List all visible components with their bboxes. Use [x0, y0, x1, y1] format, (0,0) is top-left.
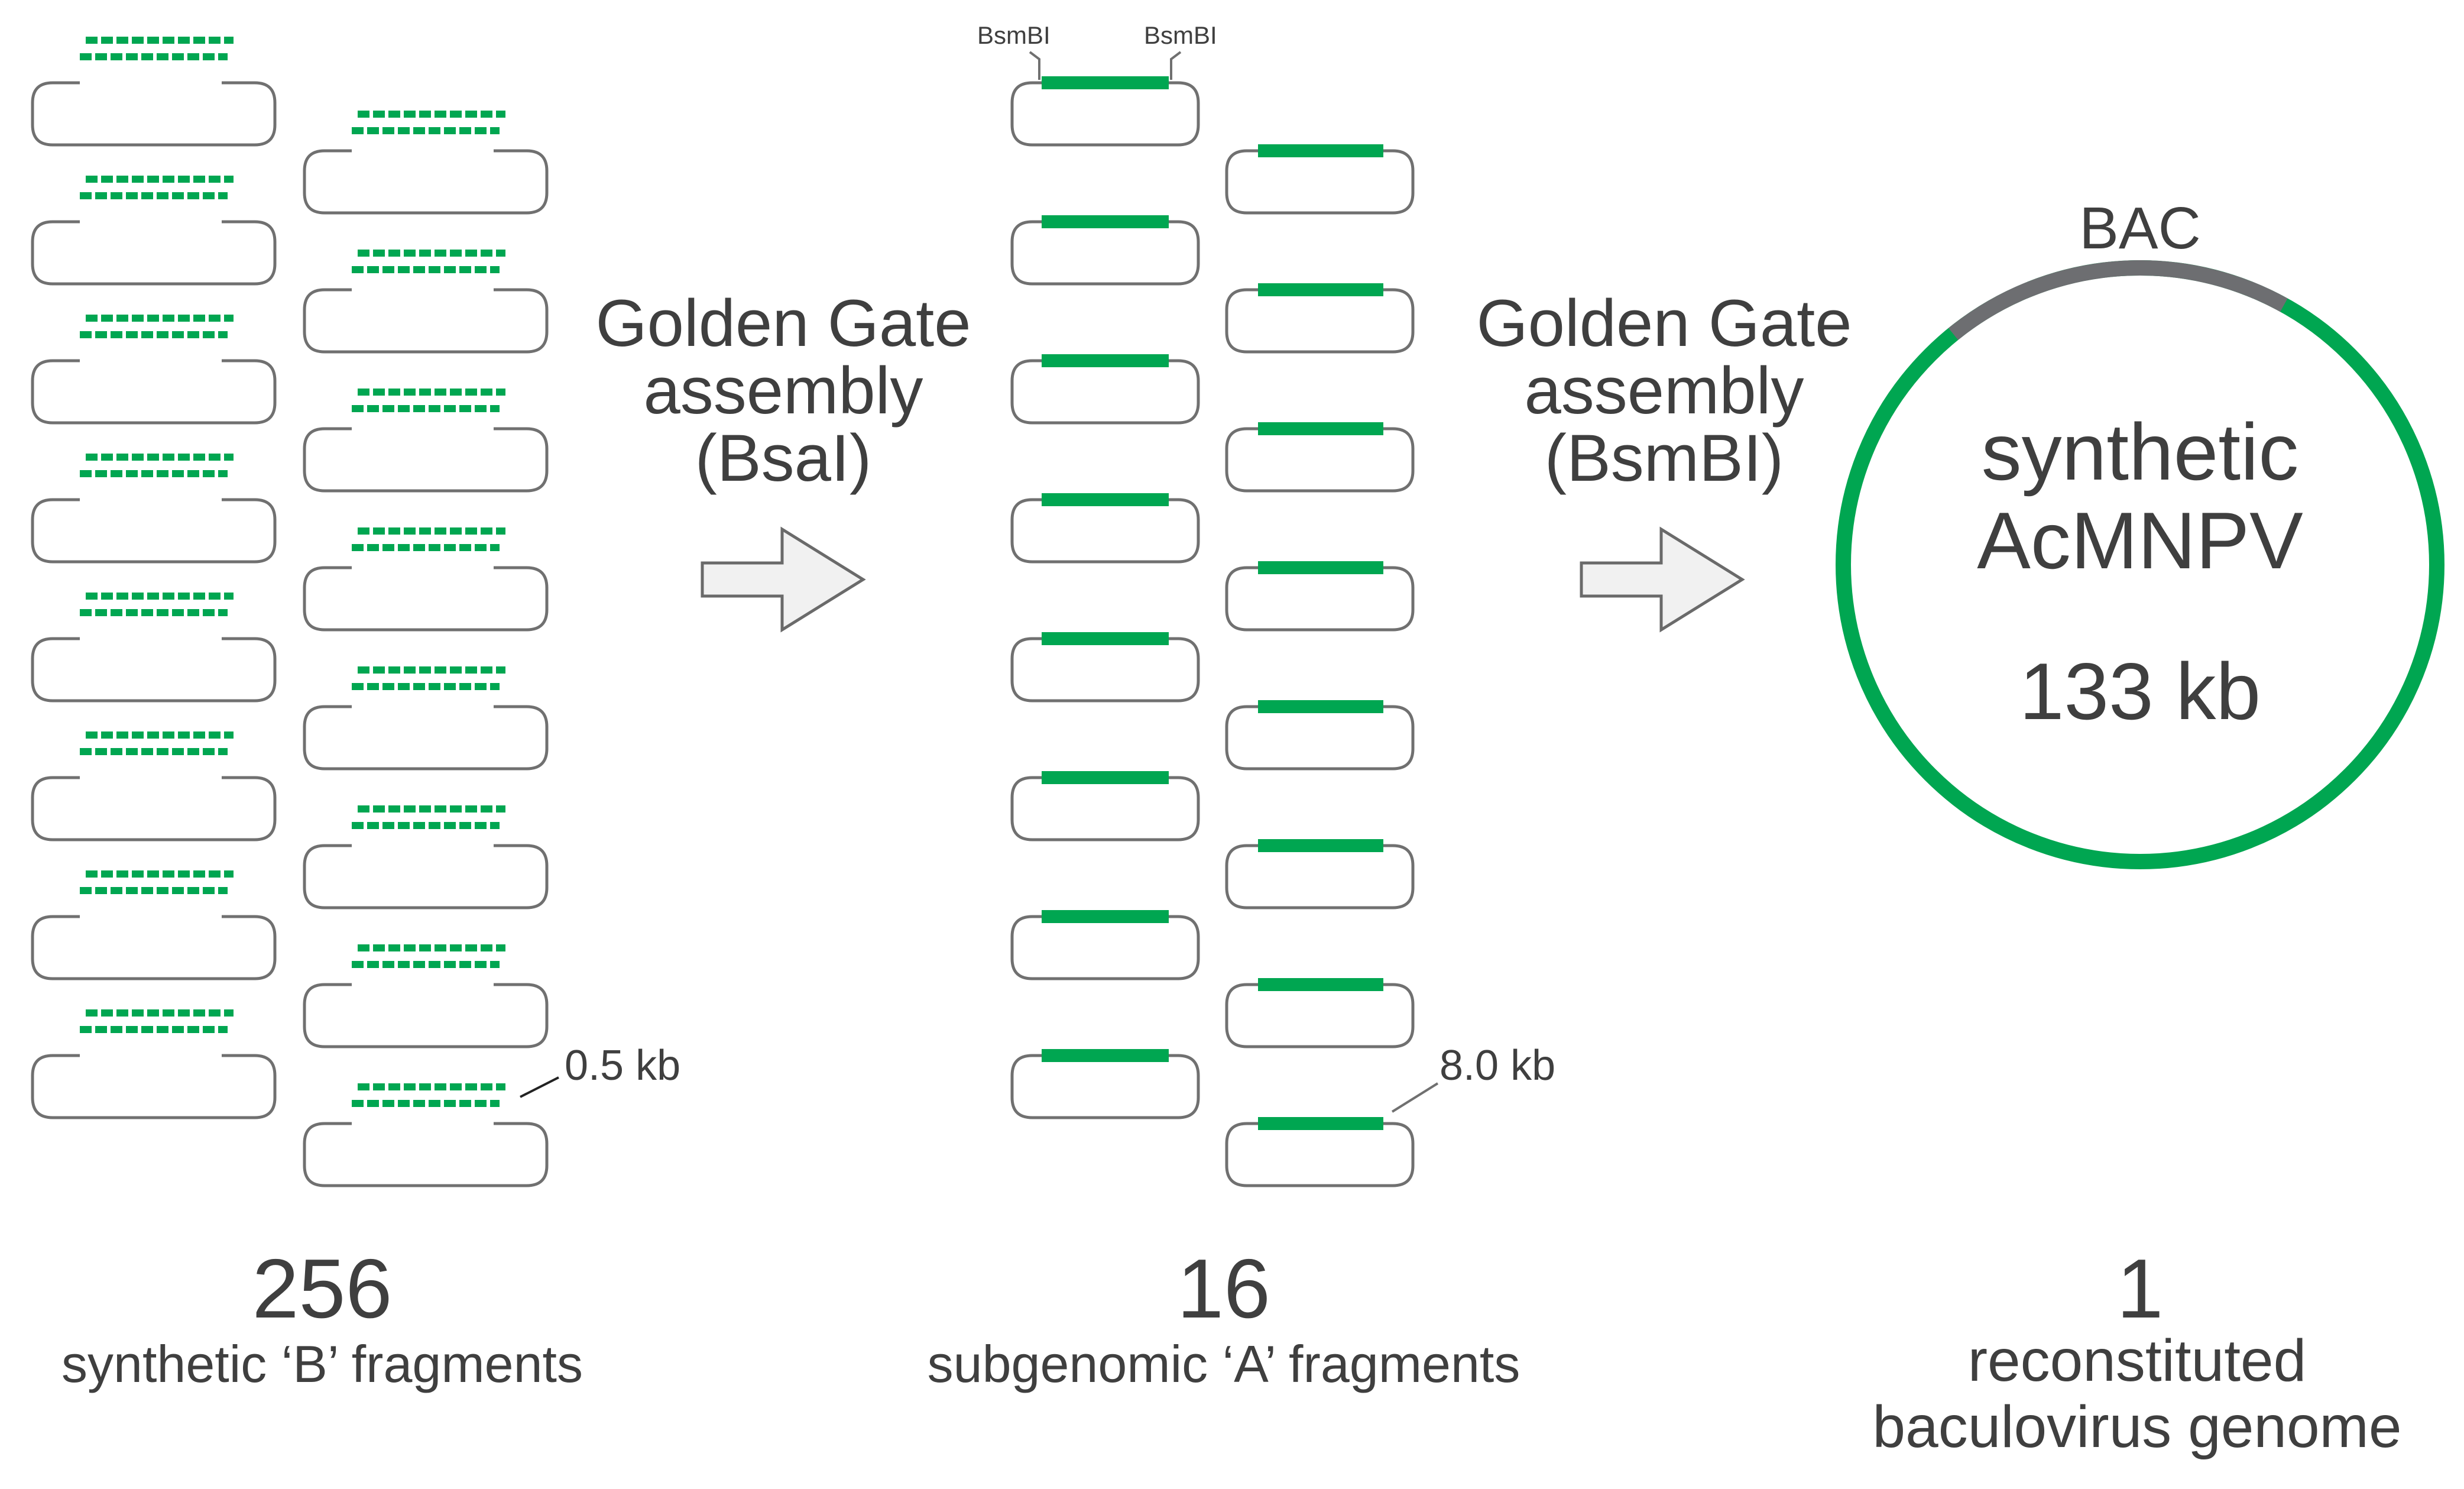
b-plasmid-right-8 — [303, 1122, 549, 1187]
a-plasmid-left-6 — [1010, 776, 1200, 841]
b-plasmid-left-4 — [31, 498, 277, 564]
step1-line2: assembly — [643, 354, 923, 428]
b-plasmid-left-1 — [31, 81, 277, 147]
b-plasmid-right-4 — [303, 566, 549, 632]
bac-label: BAC — [2079, 195, 2201, 261]
a-plasmid-right-6 — [1225, 844, 1415, 909]
b-plasmid-right-1 — [303, 149, 549, 215]
b-plasmid-right-2 — [303, 288, 549, 354]
a-plasmid-left-1 — [1010, 81, 1200, 147]
genome-count: 1 — [2116, 1242, 2164, 1336]
a-plasmid-left-8 — [1010, 1054, 1200, 1119]
step2-line1: Golden Gate — [1476, 286, 1852, 360]
b-plasmid-right-3 — [303, 427, 549, 493]
genome-name: synthetic AcMNPV — [1915, 407, 2365, 585]
b-size-leader — [520, 1076, 559, 1098]
b-fragment-size-label: 0.5 kb — [565, 1042, 681, 1089]
b-plasmid-right-6 — [303, 844, 549, 909]
step1-line1: Golden Gate — [595, 286, 971, 360]
step2-label: Golden Gate assembly (BsmBI) — [1437, 286, 1892, 496]
bsmbi-right-leader — [1170, 51, 1182, 80]
b-plasmid-right-5 — [303, 705, 549, 771]
b-fragment-count: 256 — [252, 1242, 393, 1336]
step2-arrow — [1580, 526, 1745, 633]
a-fragment-size-label: 8.0 kb — [1440, 1042, 1556, 1089]
a-plasmid-left-3 — [1010, 359, 1200, 425]
genome-description-line2: baculovirus genome — [1872, 1394, 2402, 1460]
b-plasmid-left-3 — [31, 359, 277, 425]
b-plasmid-right-7 — [303, 983, 549, 1048]
b-plasmid-left-8 — [31, 1054, 277, 1119]
step1-line3: (BsaI) — [695, 421, 872, 496]
a-fragment-count: 16 — [1177, 1242, 1270, 1336]
b-plasmid-left-7 — [31, 915, 277, 980]
genome-description: reconstituted baculovirus genome — [1815, 1328, 2459, 1460]
bsmbi-site-right-label: BsmBI — [1144, 21, 1217, 49]
a-plasmid-right-2 — [1225, 288, 1415, 354]
step1-label: Golden Gate assembly (BsaI) — [556, 286, 1011, 496]
a-plasmid-right-1 — [1225, 149, 1415, 215]
b-plasmid-left-6 — [31, 776, 277, 841]
bsmbi-site-left-label: BsmBI — [977, 21, 1051, 49]
a-plasmid-left-7 — [1010, 915, 1200, 980]
b-plasmid-left-2 — [31, 220, 277, 286]
step2-line3: (BsmBI) — [1544, 421, 1784, 496]
genome-name-line2: AcMNPV — [1977, 495, 2303, 585]
a-size-leader — [1391, 1082, 1439, 1113]
a-plasmid-right-7 — [1225, 983, 1415, 1048]
genome-size: 133 kb — [2019, 646, 2261, 736]
a-plasmid-left-4 — [1010, 498, 1200, 564]
genome-description-line1: reconstituted — [1967, 1328, 2307, 1394]
step2-line2: assembly — [1524, 354, 1804, 428]
genome-name-line1: synthetic — [1981, 407, 2299, 497]
step1-arrow — [701, 526, 866, 633]
a-plasmid-right-4 — [1225, 566, 1415, 632]
bsmbi-left-leader — [1029, 51, 1040, 80]
a-plasmid-left-2 — [1010, 220, 1200, 286]
a-plasmid-right-5 — [1225, 705, 1415, 771]
a-plasmid-right-3 — [1225, 427, 1415, 493]
a-plasmid-right-8 — [1225, 1122, 1415, 1187]
b-fragment-description: synthetic ‘B’ fragments — [61, 1335, 583, 1393]
a-fragment-description: subgenomic ‘A’ fragments — [927, 1335, 1520, 1393]
bac-segment — [1948, 260, 2288, 340]
b-plasmid-left-5 — [31, 637, 277, 703]
a-plasmid-left-5 — [1010, 637, 1200, 703]
